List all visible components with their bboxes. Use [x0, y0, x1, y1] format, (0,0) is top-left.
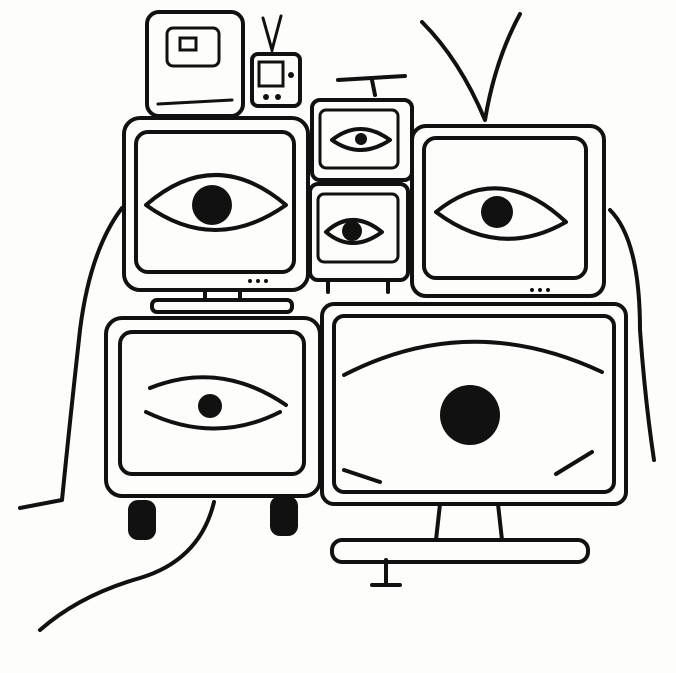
- eye-icon: [355, 133, 367, 145]
- tv-right-eye: [410, 12, 606, 298]
- tiny-tv: [250, 14, 302, 108]
- monitor-big-eye: [320, 302, 628, 564]
- eye-icon: [198, 394, 222, 418]
- middle-tv-bottom: [308, 182, 410, 294]
- cables: [18, 206, 656, 632]
- eye-icon: [342, 221, 362, 241]
- tv-left-eye: [122, 116, 310, 314]
- eye-icon: [192, 185, 232, 225]
- eye-icon: [440, 385, 500, 445]
- middle-tv-top: [310, 74, 414, 182]
- small-retro-tv: [145, 10, 245, 118]
- eye-icon: [481, 196, 513, 228]
